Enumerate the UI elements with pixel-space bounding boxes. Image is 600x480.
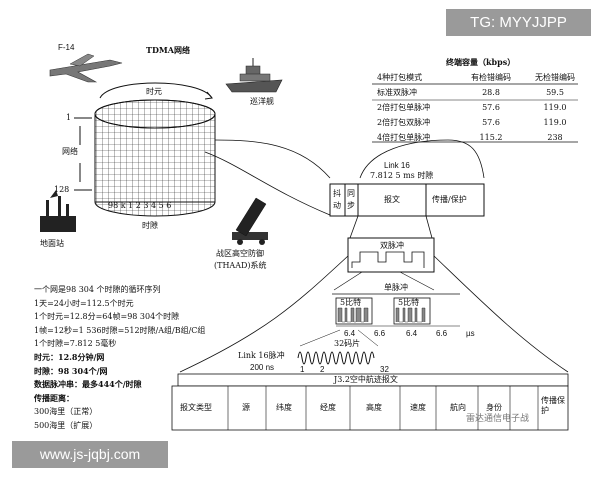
j32-field: 速度	[410, 403, 426, 412]
stats-line: 一个网是98 304 个时隙的循环序列	[34, 285, 161, 294]
cruiser-label: 巡洋舰	[250, 97, 274, 106]
slot-numbers: 98 k 1 2 3 4 5 6	[108, 201, 172, 210]
propagation-field: 传播/保护	[432, 195, 467, 204]
chips-label: 32码片	[334, 339, 361, 348]
stats-line: 1个时元=12.8分=64帧=98 304个时隙	[34, 312, 180, 322]
thaad-launcher-icon	[232, 197, 268, 245]
net-bottom-label: 128	[54, 185, 70, 194]
link16-title: Link 16	[384, 161, 410, 170]
capacity-cell: 4倍打包单脉冲	[377, 133, 431, 142]
capacity-header: 无检错编码	[535, 73, 575, 82]
j32-field: 航向	[450, 403, 466, 412]
timing-unit: µs	[466, 329, 475, 338]
j32-field: 传播保护	[541, 396, 565, 415]
capacity-header-row: 4种打包模式 有检错编码 无检错编码	[373, 70, 587, 85]
stats-line: 1个时隙=7.812 5毫秒	[34, 339, 117, 349]
j32-table	[171, 373, 569, 431]
thaad-label-2: (THAAD)系统	[214, 261, 267, 270]
j32-field: 报文类型	[180, 403, 212, 412]
website-label: www.js-jqbj.com	[12, 441, 168, 468]
j32-title: J3.2空中航迹报文	[334, 375, 398, 384]
j32-field: 源	[242, 403, 250, 412]
range-extended: 500海里（扩展）	[34, 420, 98, 430]
timing-value: 6.4	[406, 329, 418, 338]
message-field: 报文	[384, 195, 400, 204]
capacity-cell: 59.5	[546, 88, 564, 97]
capacity-row: 2倍打包双脉冲 57.6 119.0	[373, 115, 587, 130]
double-pulse-box	[347, 237, 435, 273]
single-pulse-label: 单脉冲	[384, 283, 408, 292]
capacity-cell: 28.8	[482, 88, 500, 97]
slot-axis-label: 时隙	[142, 221, 158, 230]
chip-2-label: 2	[320, 365, 325, 374]
stats-line: 1天=24小时=112.5个时元	[34, 298, 134, 308]
ground-station-icon	[40, 190, 76, 232]
capacity-cell: 2倍打包单脉冲	[377, 103, 431, 112]
tdma-title: TDMA网络	[146, 45, 190, 55]
capacity-row: 4倍打包单脉冲 115.2 238	[373, 130, 587, 145]
j32-field: 高度	[366, 403, 382, 412]
jitter-field-1: 抖	[333, 189, 341, 198]
tdma-cylinder	[74, 82, 216, 217]
capacity-row: 标准双脉冲 28.8 59.5	[373, 85, 587, 100]
capacity-cell: 57.6	[482, 103, 500, 112]
jitter-field-2: 动	[333, 201, 341, 210]
f14-label: F-14	[58, 43, 75, 52]
stats-line: 数据脉冲串：最多444个/时隙	[34, 379, 142, 390]
timing-value: 6.6	[436, 329, 448, 338]
sync-field-1: 同	[347, 189, 355, 198]
pulse-ns-label: 200 ns	[250, 363, 275, 372]
capacity-table: 4种打包模式 有检错编码 无检错编码 标准双脉冲 28.8 59.5 2倍打包单…	[373, 70, 587, 145]
j32-field: 经度	[320, 403, 336, 412]
telegram-tag: TG: MYYJJPP	[446, 9, 591, 36]
sync-field-2: 步	[347, 201, 355, 210]
five-bit-blocks	[335, 297, 460, 327]
five-bit-label-1: 5比特	[340, 298, 362, 307]
capacity-table-lines	[372, 83, 578, 143]
stats-line: 传播距离：	[34, 392, 74, 403]
capacity-cell: 57.6	[482, 118, 500, 127]
j32-field: 身份	[486, 403, 502, 412]
capacity-cell: 标准双脉冲	[377, 88, 417, 97]
capacity-cell: 238	[547, 133, 563, 142]
capacity-cell: 2倍打包双脉冲	[377, 118, 431, 127]
overlay-watermark: 雷达通信电子战	[466, 413, 530, 423]
link16-pulse-waveform	[297, 329, 379, 365]
thaad-label-1: 战区高空防御	[216, 249, 264, 258]
capacity-header: 4种打包模式	[377, 73, 423, 82]
net-top-label: 1	[66, 113, 72, 122]
f14-jet-icon	[49, 53, 123, 83]
capacity-header: 有检错编码	[471, 73, 511, 82]
j32-field: 纬度	[276, 403, 292, 412]
network-axis-label: 网络	[62, 147, 78, 156]
chip-32-label: 32	[380, 365, 389, 374]
timing-value: 6.6	[374, 329, 386, 338]
stats-line: 时元：12.8分钟/网	[34, 351, 105, 362]
capacity-cell: 115.2	[479, 133, 503, 142]
capacity-title: 终端容量（kbps）	[446, 57, 516, 67]
chip-1-label: 1	[300, 365, 305, 374]
capacity-cell: 119.0	[543, 103, 567, 112]
time-element-label: 时元	[146, 87, 162, 96]
double-pulse-label: 双脉冲	[380, 241, 404, 250]
link16-slot-bar	[329, 183, 485, 217]
link16-slot-label: 7.812 5 ms 时隙	[370, 171, 434, 180]
stats-line: 时隙：98 304个/网	[34, 365, 108, 376]
stats-line: 1帧=12秒=1 536时隙=512时隙/A组/B组/C组	[34, 325, 206, 335]
timing-value: 6.4	[344, 329, 356, 338]
five-bit-label-2: 5比特	[398, 298, 420, 307]
ground-station-label: 地面站	[40, 239, 64, 248]
capacity-cell: 119.0	[543, 118, 567, 127]
stats-block: 一个网是98 304 个时隙的循环序列 1天=24小时=112.5个时元 1个时…	[34, 283, 205, 433]
capacity-row: 2倍打包单脉冲 57.6 119.0	[373, 100, 587, 115]
cruiser-icon	[225, 58, 283, 93]
link16-pulse-label: Link 16脉冲	[238, 351, 285, 360]
range-normal: 300海里（正常）	[34, 407, 98, 417]
